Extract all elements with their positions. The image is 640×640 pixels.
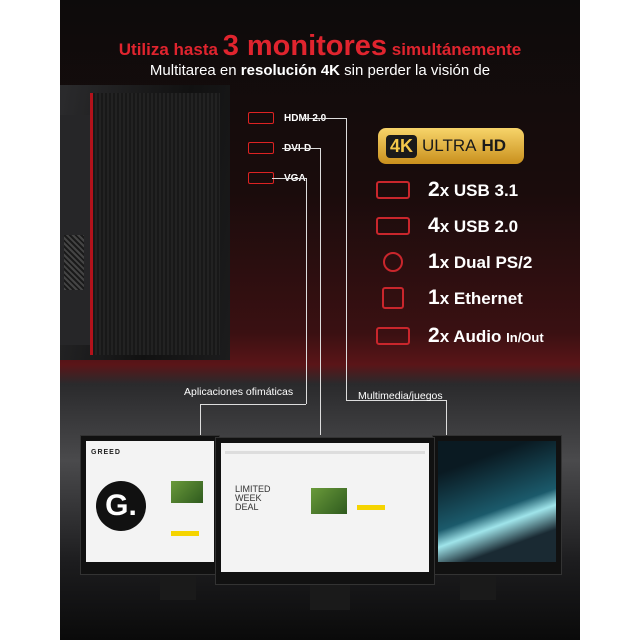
usb-icon: [376, 181, 410, 199]
caption-multimedia: Multimedia/juegos: [358, 390, 443, 402]
ps2-icon: [383, 252, 403, 272]
feature-ps2: 1x Dual PS/2: [376, 250, 532, 274]
subtitle-bold: resolución 4K: [240, 62, 340, 79]
feature-label: Dual PS/2: [453, 253, 533, 272]
connector-line: [346, 400, 446, 401]
vga-port-icon: [248, 172, 274, 184]
feature-small: In/Out: [506, 330, 544, 345]
monitor-right: [432, 435, 562, 575]
greed-logo: G.: [96, 481, 146, 531]
caption-office-apps: Aplicaciones ofimáticas: [184, 386, 294, 398]
badge-ultra: ULTRA: [422, 136, 477, 155]
feature-x: x: [439, 253, 450, 272]
connector-line: [302, 118, 346, 119]
connector-line: [306, 178, 307, 404]
feature-count: 2: [428, 324, 440, 347]
screen-header: [225, 451, 425, 454]
audio-icon: [376, 327, 410, 345]
feature-x: x: [439, 181, 450, 200]
feature-label: Audio: [453, 327, 502, 346]
feature-label: USB 2.0: [453, 217, 519, 236]
connector-line: [200, 404, 201, 435]
feature-x: x: [439, 217, 450, 236]
connector-line: [272, 178, 306, 179]
badge-4k: 4K: [386, 134, 418, 158]
subtitle-post: sin perder la visión de: [340, 62, 491, 79]
tv-image: [311, 488, 347, 514]
connector-line: [346, 118, 347, 400]
monitor-stand: [160, 570, 196, 600]
product-banner: Utiliza hasta 3 monitores simultánemente…: [60, 0, 580, 640]
monitor-center: LIMITED WEEK DEAL: [215, 437, 435, 585]
headline-pre: Utiliza hasta: [118, 40, 223, 59]
badge-hd: HD: [481, 136, 507, 155]
connector-line: [320, 148, 321, 435]
monitor-left: GREED G.: [80, 435, 220, 575]
screen-brand: GREED: [91, 449, 121, 456]
headline: Utiliza hasta 3 monitores simultánemente: [60, 30, 580, 63]
screen-button: [171, 531, 199, 536]
connector-line: [200, 404, 306, 405]
monitor-stand: [310, 580, 350, 610]
headline-big: 3 monitores: [222, 30, 388, 62]
monitor-stand: [460, 570, 496, 600]
feature-usb20: 4x USB 2.0: [376, 214, 518, 238]
pc-tower-image: [60, 85, 230, 360]
feature-label: USB 3.1: [453, 181, 519, 200]
feature-count: 2: [428, 178, 440, 201]
monitor-screen: [438, 441, 556, 562]
ethernet-icon: [382, 287, 404, 309]
feature-label: Ethernet: [453, 289, 523, 308]
feature-usb31: 2x USB 3.1: [376, 178, 518, 202]
monitor-screen: GREED G.: [86, 441, 214, 562]
connector-line: [282, 148, 320, 149]
connector-line: [446, 400, 447, 435]
dvi-port-icon: [248, 142, 274, 154]
deal-text: LIMITED WEEK DEAL: [235, 484, 271, 512]
headline-post: simultánemente: [387, 40, 522, 59]
screen-button: [357, 505, 385, 510]
tv-image: [171, 481, 203, 503]
monitor-screen: LIMITED WEEK DEAL: [221, 443, 429, 572]
feature-ethernet: 1x Ethernet: [376, 286, 523, 310]
feature-count: 1: [428, 286, 440, 309]
subtitle: Multitarea en resolución 4K sin perder l…: [60, 62, 580, 79]
hdmi-port-icon: [248, 112, 274, 124]
usb-icon: [376, 217, 410, 235]
feature-count: 1: [428, 250, 440, 273]
feature-count: 4: [428, 214, 440, 237]
feature-audio: 2x Audio In/Out: [376, 324, 544, 348]
subtitle-pre: Multitarea en: [149, 62, 241, 79]
feature-x: x: [439, 327, 450, 346]
feature-x: x: [439, 289, 450, 308]
